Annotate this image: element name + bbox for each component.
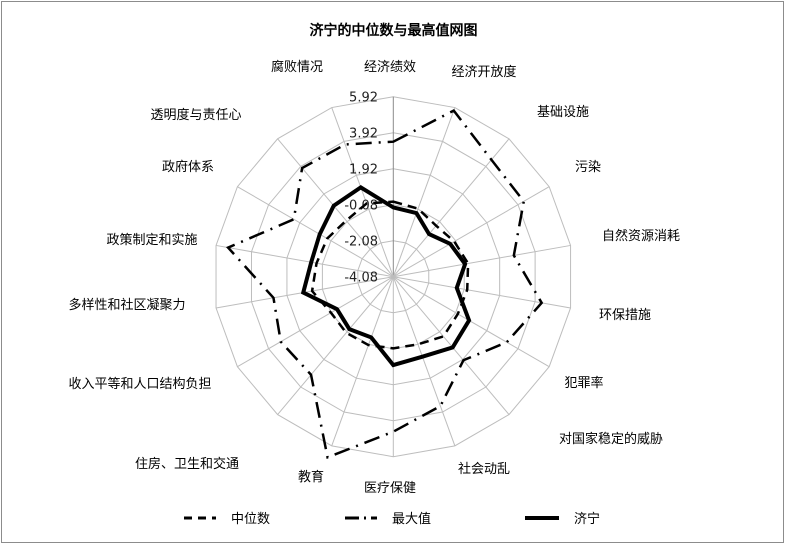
axis-label: 基础设施 (536, 105, 590, 120)
grid-spoke (237, 186, 394, 278)
legend-dashdot-line-icon (345, 516, 377, 519)
series-lines (225, 109, 544, 460)
axis-label: 经济绩效 (363, 60, 417, 75)
series-line-dash-dot (225, 109, 544, 460)
axis-label: 自然资源消耗 (601, 229, 681, 244)
grid-spoke (392, 107, 456, 277)
grid-spoke (277, 138, 394, 278)
axis-label: 污染 (574, 160, 602, 175)
grid-spoke (215, 244, 394, 278)
legend-solid-line-icon (525, 515, 559, 520)
tick-label: -4.08 (344, 271, 378, 286)
axis-label: 医疗保健 (363, 481, 417, 496)
grid-spoke (277, 276, 394, 415)
axis-label: 多样性和社区凝聚力 (68, 298, 186, 313)
axis-label: 住房、卫生和交通 (134, 457, 240, 472)
tick-label: -0.08 (344, 199, 378, 214)
tick-label: 1.92 (349, 163, 378, 178)
tick-label: 3.92 (349, 127, 378, 142)
axis-label: 透明度与责任心 (150, 108, 242, 123)
legend-item-jining: 济宁 (524, 508, 600, 527)
legend-item-median: 中位数 (183, 508, 270, 527)
grid-spoke (393, 244, 571, 278)
grid-spoke (392, 138, 510, 278)
axis-label: 环保措施 (598, 308, 652, 323)
series-line-dashed (310, 200, 470, 350)
grid (215, 96, 572, 458)
legend-dashed-line-icon (184, 516, 216, 519)
axis-label: 对国家稳定的威胁 (558, 432, 664, 447)
axis-label: 收入平等和人口结构负担 (68, 377, 212, 392)
grid-spoke (237, 276, 394, 368)
axis-label: 政府体系 (161, 160, 215, 175)
axis-label: 政策制定和实施 (106, 233, 198, 248)
grid-spoke (392, 276, 510, 415)
tick-label: -2.08 (344, 235, 378, 250)
legend-label: 中位数 (231, 512, 271, 527)
axis-label: 经济开放度 (451, 65, 517, 80)
legend-label: 最大值 (392, 512, 432, 527)
legend-label: 济宁 (574, 512, 601, 527)
series-line-solid (300, 185, 472, 368)
axis-label: 犯罪率 (564, 376, 604, 391)
legend-item-max: 最大值 (344, 508, 431, 527)
grid-spoke (331, 276, 394, 447)
grid-spoke (392, 276, 456, 447)
grid-spoke (331, 107, 394, 277)
tick-label: 5.92 (349, 91, 378, 106)
grid-spoke (393, 276, 550, 368)
chart-title: 济宁的中位数与最高值网图 (309, 23, 478, 39)
axis-label: 腐败情况 (270, 60, 324, 75)
tick-labels: -4.08 -2.08 -0.08 1.92 3.92 5.92 (344, 91, 378, 286)
axis-label: 教育 (297, 470, 325, 485)
axis-label: 社会动乱 (457, 462, 511, 477)
